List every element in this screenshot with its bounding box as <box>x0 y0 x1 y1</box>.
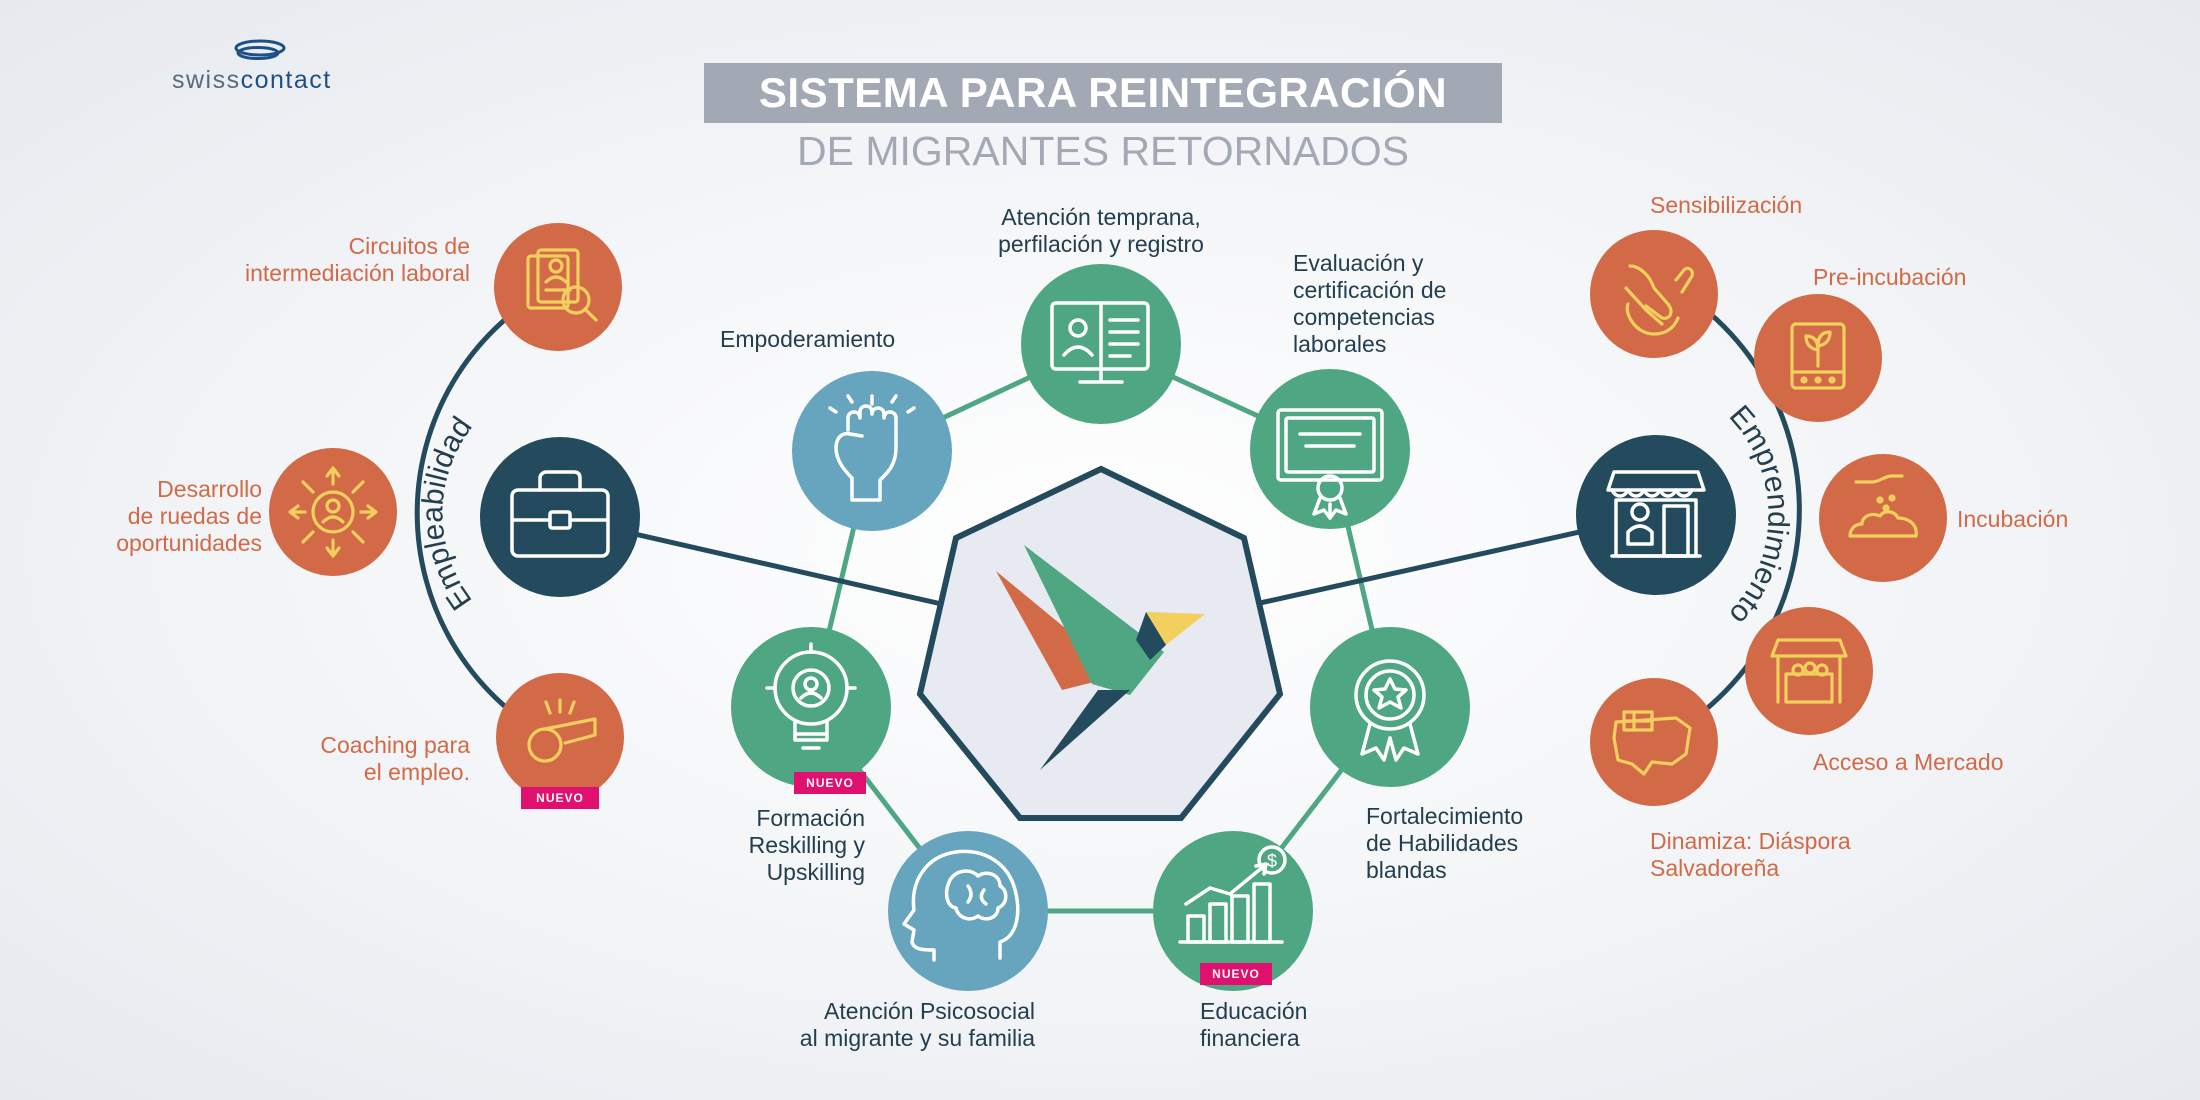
svg-text:$: $ <box>1267 851 1277 871</box>
soft-skills-circle <box>1310 627 1470 787</box>
seedling-hand-icon <box>1848 474 1918 538</box>
market-circle <box>1745 607 1873 735</box>
label-incubation: Incubación <box>1957 506 2069 532</box>
plant-incubator-icon <box>1790 322 1846 390</box>
new-badge-financial: NUEVO <box>1200 963 1272 985</box>
lightbulb-gear-icon <box>765 642 857 750</box>
logo-wordmark: swisscontact <box>172 66 332 95</box>
growth-chart-coin-icon: $ <box>1178 845 1287 944</box>
label-empowerment: Empoderamiento <box>720 326 896 352</box>
usa-flag-map-icon <box>1612 710 1692 776</box>
certificate-icon <box>1276 408 1384 520</box>
entrepreneurship-circle <box>1576 435 1736 595</box>
logo-text-swiss: swiss <box>172 66 241 94</box>
swisscontact-logo: swisscontact <box>172 38 352 98</box>
right-arc <box>1637 267 1802 748</box>
resume-search-icon <box>526 248 598 322</box>
label-awareness: Sensibilización <box>1650 192 1803 218</box>
swisscontact-mark-icon <box>234 39 286 60</box>
storefront-vendor-icon <box>1606 470 1706 558</box>
briefcase-icon <box>510 470 610 558</box>
monitor-profile-icon <box>1050 301 1150 384</box>
page-title: SISTEMA PARA REINTEGRACIÓN <box>704 63 1502 123</box>
logo-text-contact: contact <box>240 66 332 94</box>
label-diaspora: Dinamiza: Diáspora Salvadoreña <box>1650 828 1851 881</box>
new-badge-coaching: NUEVO <box>521 787 599 809</box>
diaspora-circle <box>1590 678 1718 806</box>
network-people-icon <box>288 466 378 558</box>
center-hub <box>916 465 1284 821</box>
new-badge-training: NUEVO <box>794 772 866 794</box>
label-coaching: Coaching para el empleo. <box>320 732 470 785</box>
circuits-circle <box>494 223 622 351</box>
raised-fist-icon <box>828 394 916 502</box>
award-star-icon <box>1354 659 1426 762</box>
bird-logo-icon <box>996 545 1205 770</box>
label-preincubation: Pre-incubación <box>1813 264 1967 290</box>
employability-circle <box>480 437 640 597</box>
label-training: Formación Reskilling y Upskilling <box>748 805 865 885</box>
label-circuits: Circuitos de intermediación laboral <box>244 233 470 286</box>
head-brain-icon <box>902 849 1020 962</box>
label-psychosocial: Atención Psicosocial al migrante y su fa… <box>799 998 1035 1051</box>
label-financial: Educación financiera <box>1200 998 1308 1051</box>
label-soft-skills: Fortalecimiento de Habilidades blandas <box>1366 803 1524 883</box>
label-early-attention: Atención temprana, perfilación y registr… <box>998 204 1204 257</box>
label-opportunities: Desarrollo de ruedas de oportunidades <box>116 476 262 556</box>
whistle-icon <box>527 698 597 763</box>
handshake-care-icon <box>1624 264 1694 336</box>
incubation-circle <box>1819 454 1947 582</box>
page-subtitle: DE MIGRANTES RETORNADOS <box>796 128 1410 174</box>
market-stall-icon <box>1770 638 1848 704</box>
label-market: Acceso a Mercado <box>1813 749 2004 775</box>
label-evaluation: Evaluación y certificación de competenci… <box>1293 250 1447 357</box>
awareness-circle <box>1590 230 1718 358</box>
left-arc <box>414 285 553 741</box>
